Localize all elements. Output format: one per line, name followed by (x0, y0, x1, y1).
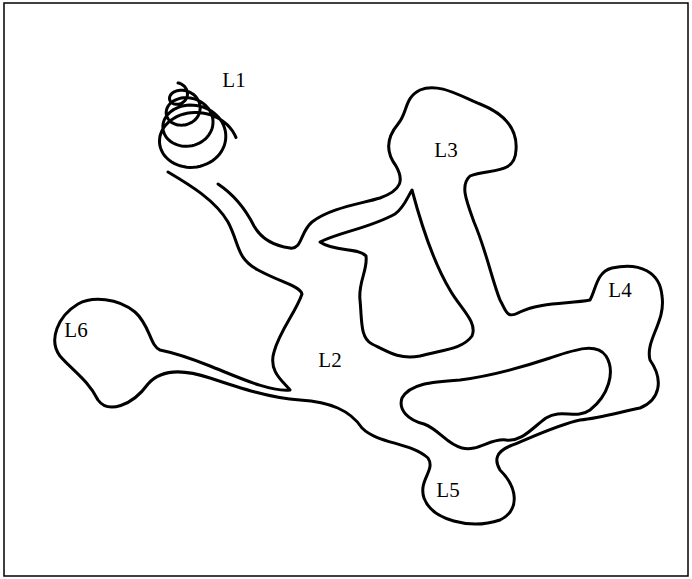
chamber-label: L4 (608, 280, 631, 301)
chamber-label: L3 (434, 140, 457, 161)
chamber-label: L6 (64, 320, 87, 341)
frame (4, 3, 688, 576)
chamber-label: L1 (222, 70, 245, 91)
chamber-label: L5 (436, 480, 459, 501)
chamber-label: L2 (318, 350, 341, 371)
island-south (401, 348, 610, 448)
spiral-coil (160, 83, 237, 167)
tunnel-outline (55, 88, 663, 524)
island-north (320, 190, 473, 357)
